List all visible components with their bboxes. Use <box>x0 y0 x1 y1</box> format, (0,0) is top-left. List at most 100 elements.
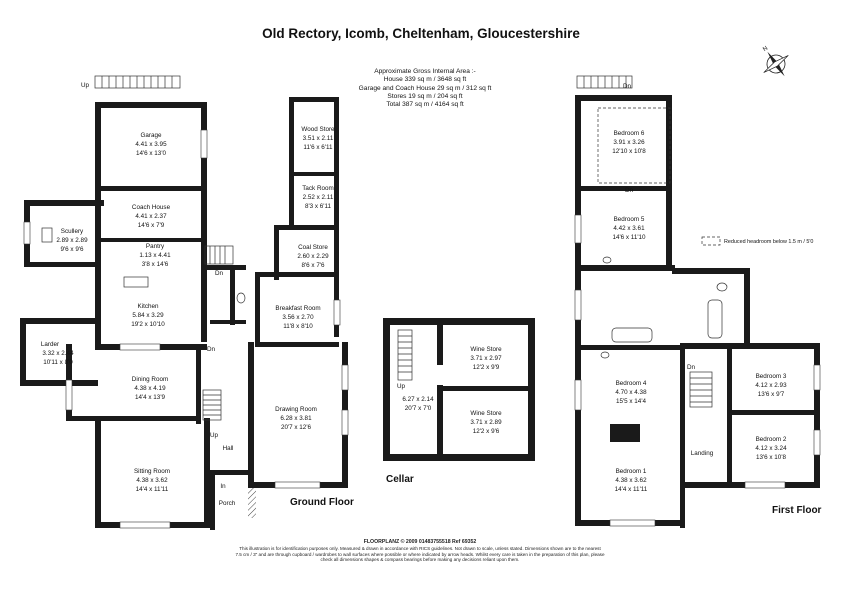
coal-store-imperial: 8'6 x 7'6 <box>301 262 325 269</box>
dn-label: Dn <box>625 187 634 194</box>
coal-store-metric: 2.60 x 2.29 <box>297 253 329 260</box>
bedroom-1-name: Bedroom 1 <box>616 468 647 475</box>
bedroom-6-metric: 3.91 x 3.26 <box>613 139 645 146</box>
kitchen-metric: 5.84 x 3.29 <box>132 312 164 319</box>
bedroom-5-name: Bedroom 5 <box>614 216 645 223</box>
bedroom-1-imperial: 14'4 x 11'11 <box>615 486 648 493</box>
cellar-main-metric: 6.27 x 2.14 <box>402 396 434 403</box>
pantry-metric: 1.13 x 4.41 <box>139 252 171 259</box>
wood-store-name: Wood Store <box>301 126 335 133</box>
breakfast-room-name: Breakfast Room <box>275 305 320 312</box>
wood-store-imperial: 11'6 x 6'11 <box>303 144 333 151</box>
drawing-room-metric: 6.28 x 3.81 <box>280 415 312 422</box>
drawing-room-name: Drawing Room <box>275 406 317 413</box>
dn-label: Dn <box>215 270 224 277</box>
reduced-headroom-key: Reduced headroom below 1.5 m / 5'0 <box>724 239 813 245</box>
larder-metric: 3.32 x 2.44 <box>42 350 74 357</box>
up-label: Up <box>397 383 406 390</box>
bedroom-4-metric: 4.70 x 4.38 <box>615 389 647 396</box>
wine-store-1-name: Wine Store <box>470 346 502 353</box>
dining-room-metric: 4.38 x 4.19 <box>134 385 166 392</box>
ground-floor-windows <box>23 129 349 529</box>
area-line: House 339 sq m / 3648 sq ft <box>383 76 467 84</box>
pantry-imperial: 3'8 x 14'6 <box>142 261 169 268</box>
bedroom-6-imperial: 12'10 x 10'8 <box>612 148 646 155</box>
dining-room-name: Dining Room <box>132 376 168 383</box>
larder-name: Larder <box>41 341 59 348</box>
garage-name: Garage <box>140 132 162 139</box>
hall-label: Hall <box>223 445 234 452</box>
dn-label: Dn <box>623 83 632 90</box>
bedroom-3-metric: 4.12 x 2.93 <box>755 382 787 389</box>
landing-label: Landing <box>691 450 714 457</box>
footer-line: 7.5 cm / 3" and are through cupboard / w… <box>235 551 605 557</box>
plan-title: Old Rectory, Icomb, Cheltenham, Gloucest… <box>262 26 580 41</box>
coach-house-metric: 4.41 x 2.37 <box>135 213 167 220</box>
garage-metric: 4.41 x 3.95 <box>135 141 167 148</box>
kitchen-imperial: 19'2 x 10'10 <box>131 321 165 328</box>
scullery-metric: 2.89 x 2.89 <box>56 237 88 244</box>
first-floor-label: First Floor <box>772 505 822 516</box>
coach-house-imperial: 14'6 x 7'9 <box>138 222 165 229</box>
cellar-label: Cellar <box>386 474 414 485</box>
area-heading: Approximate Gross Internal Area :- <box>374 68 476 75</box>
wine-store-2-metric: 3.71 x 2.89 <box>470 419 502 426</box>
kitchen-name: Kitchen <box>137 303 159 310</box>
compass-north-label: N <box>762 46 769 53</box>
bedroom-3-name: Bedroom 3 <box>756 373 787 380</box>
tack-room-name: Tack Room <box>302 185 334 192</box>
tack-room-metric: 2.52 x 2.11 <box>303 194 334 201</box>
area-line: Garage and Coach House 29 sq m / 312 sq … <box>358 84 492 92</box>
bedroom-2-metric: 4.12 x 3.24 <box>755 445 787 452</box>
cellar-walls <box>383 318 535 461</box>
cellar-main-imperial: 20'7 x 7'0 <box>405 405 432 412</box>
porch-label: Porch <box>219 500 236 507</box>
scullery-name: Scullery <box>61 228 84 235</box>
ground-floor-stairs <box>94 75 234 421</box>
dn-label: Dn <box>687 364 696 371</box>
wine-store-2-imperial: 12'2 x 9'6 <box>473 428 500 435</box>
breakfast-room-imperial: 11'8 x 8'10 <box>283 323 313 330</box>
bedroom-5-imperial: 14'6 x 11'10 <box>612 234 646 241</box>
garage-imperial: 14'6 x 13'0 <box>136 150 167 157</box>
bedroom-4-imperial: 15'5 x 14'4 <box>616 398 647 405</box>
bedroom-3-imperial: 13'6 x 9'7 <box>758 391 785 398</box>
porch-step <box>248 488 256 518</box>
breakfast-room-metric: 3.56 x 2.70 <box>282 314 314 321</box>
coal-store-name: Coal Store <box>298 244 328 251</box>
drawing-room-imperial: 20'7 x 12'6 <box>281 424 312 431</box>
area-line: Total 387 sq m / 4164 sq ft <box>386 101 464 109</box>
ground-floor-label: Ground Floor <box>290 497 354 508</box>
first-floor-walls <box>575 95 820 528</box>
footer-line: This illustration is for identification … <box>239 545 601 551</box>
first-floor-windows <box>574 214 821 527</box>
bedroom-5-metric: 4.42 x 3.61 <box>613 225 645 232</box>
bedroom-2-imperial: 13'6 x 10'8 <box>756 454 787 461</box>
bedroom-2-name: Bedroom 2 <box>756 436 787 443</box>
footer-line: check all dimensions shapes & compass be… <box>320 557 520 563</box>
dining-room-imperial: 14'4 x 13'9 <box>135 394 166 401</box>
bedroom-1-metric: 4.38 x 3.62 <box>615 477 647 484</box>
compass-rose-icon: N <box>762 46 789 77</box>
up-label: Up <box>81 82 90 89</box>
wine-store-1-metric: 3.71 x 2.97 <box>470 355 502 362</box>
dn-label: Dn <box>207 346 216 353</box>
first-floor-stairs <box>576 75 721 408</box>
disclaimer-footer: FLOORPLANZ © 2009 01483755518 Ref 69352 … <box>200 539 640 563</box>
scullery-imperial: 9'6 x 9'6 <box>60 246 84 253</box>
bedroom-6-name: Bedroom 6 <box>614 130 645 137</box>
up-label: Up <box>210 432 219 439</box>
wine-store-2-name: Wine Store <box>470 410 502 417</box>
footer-credit: FLOORPLANZ © 2009 01483755518 Ref 69352 <box>363 539 477 545</box>
area-line: Stores 19 sq m / 204 sq ft <box>387 92 463 100</box>
tack-room-imperial: 8'3 x 6'11 <box>305 203 332 210</box>
wine-store-1-imperial: 12'2 x 9'9 <box>473 364 500 371</box>
larder-imperial: 10'11 x 8'0 <box>43 359 73 366</box>
bathroom-fixtures <box>41 227 728 359</box>
sitting-room-imperial: 14'4 x 11'11 <box>136 486 169 493</box>
bedroom-4-name: Bedroom 4 <box>616 380 647 387</box>
sitting-room-metric: 4.38 x 3.62 <box>136 477 168 484</box>
wood-store-metric: 3.51 x 2.11 <box>303 135 334 142</box>
sitting-room-name: Sitting Room <box>134 468 170 475</box>
